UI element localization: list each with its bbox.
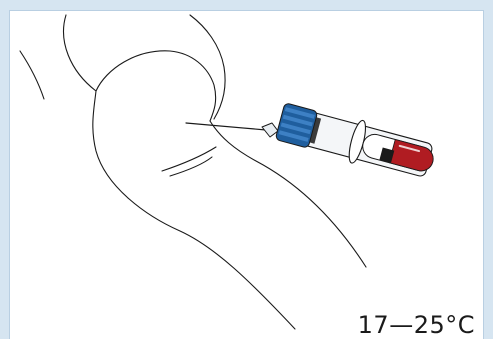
syringe-icon	[185, 103, 434, 177]
arm-icon	[19, 14, 367, 330]
illustration-panel: 17—25°C	[9, 10, 484, 339]
venipuncture-illustration	[19, 14, 434, 330]
temperature-range-label: 17—25°C	[357, 311, 475, 339]
